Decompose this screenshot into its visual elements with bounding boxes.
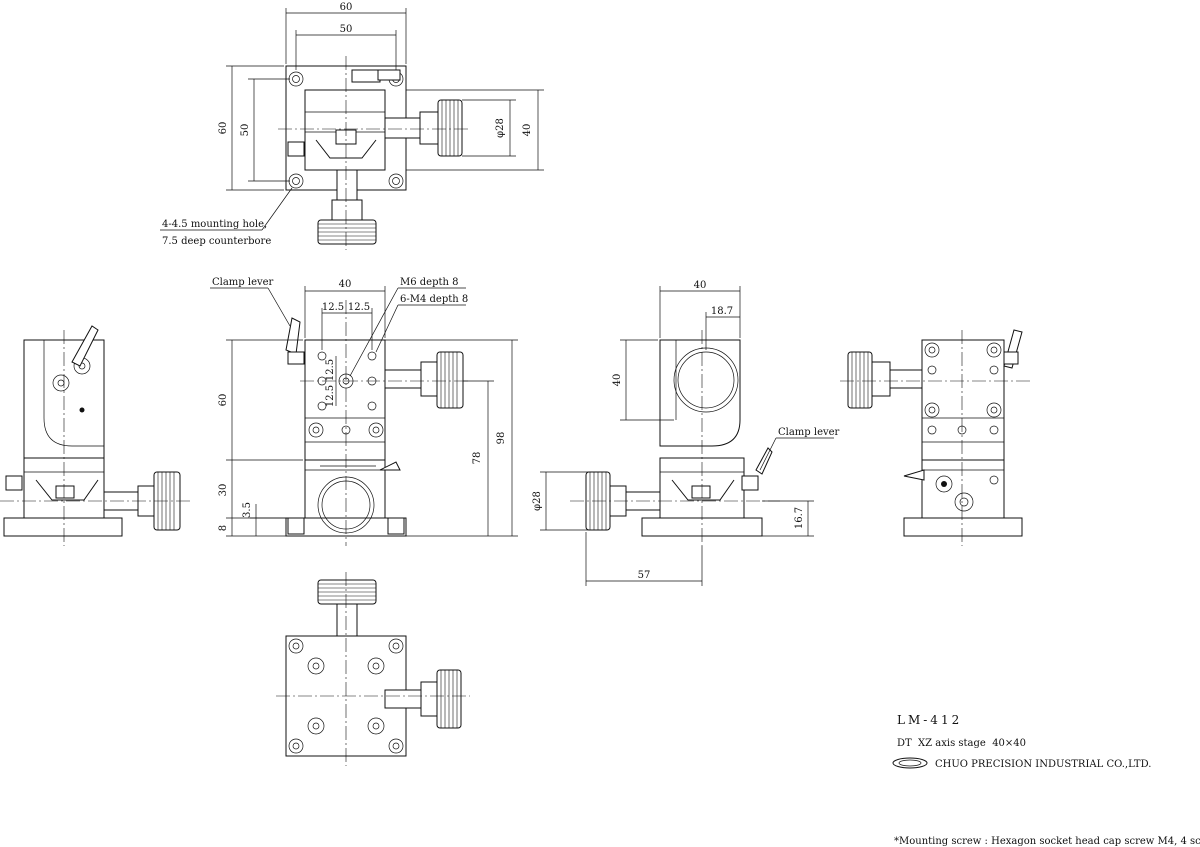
- side-dim-offset: 18.7: [711, 306, 733, 317]
- dim-width-inner: 50: [340, 24, 353, 35]
- dim-top-width: 40: [339, 279, 352, 290]
- dim-pitch-b: 12.5: [348, 302, 370, 313]
- right-side-view: 40 18.7 40 φ28 57 16.7 Clamp lever: [532, 280, 840, 586]
- side-label-clamp: Clamp lever: [778, 427, 840, 438]
- dim-knob-dia: φ28: [495, 118, 506, 138]
- note-mounting-hole: 4-4.5 mounting hole,: [162, 219, 267, 230]
- dim-small: 3.5: [242, 502, 253, 518]
- dim-mid: 30: [218, 484, 229, 497]
- footer-note: *Mounting screw : Hexagon socket head ca…: [894, 836, 1200, 847]
- company-logo-icon: [892, 757, 928, 769]
- dim-upper: 60: [218, 394, 229, 407]
- product-description: DT XZ axis stage 40×40: [897, 738, 1026, 749]
- note-counterbore: 7.5 deep counterbore: [162, 236, 271, 247]
- dim-base: 8: [218, 525, 229, 531]
- bottom-view: [276, 572, 470, 766]
- side-dim-top: 40: [694, 280, 707, 291]
- company-name: CHUO PRECISION INDUSTRIAL CO.,LTD.: [935, 759, 1151, 770]
- dim-knob-span: 40: [522, 124, 533, 137]
- dim-width-outer: 60: [340, 2, 353, 13]
- dim-center: 78: [472, 452, 483, 465]
- model-number: LM-412: [897, 713, 962, 727]
- side-dim-reach: 57: [638, 570, 651, 581]
- left-side-view: [0, 325, 190, 546]
- dim-height-inner: 50: [240, 124, 251, 137]
- label-clamp-lever: Clamp lever: [212, 277, 274, 288]
- side-dim-height: 40: [612, 374, 623, 387]
- side-dim-knob-dia: φ28: [532, 491, 543, 511]
- label-m6-depth: M6 depth 8: [400, 277, 459, 288]
- dim-v-pitch-a: 12.5: [325, 359, 336, 381]
- dim-v-pitch-b: 12.5: [325, 385, 336, 407]
- dim-total: 98: [496, 432, 507, 445]
- dim-height-outer: 60: [218, 122, 229, 135]
- front-view: Clamp lever M6 depth 8 6-M4 depth 8 40 1…: [210, 277, 518, 546]
- title-block: LM-412 DT XZ axis stage 40×40 CHUO PRECI…: [892, 713, 1151, 770]
- side-dim-axis: 16.7: [794, 507, 805, 529]
- top-view: 60 50 60 50 φ28 40 4-4.5 mounting hole, …: [160, 2, 544, 250]
- rear-view: [840, 329, 1030, 546]
- label-m4-depth: 6-M4 depth 8: [400, 294, 468, 305]
- dim-pitch-a: 12.5: [322, 302, 344, 313]
